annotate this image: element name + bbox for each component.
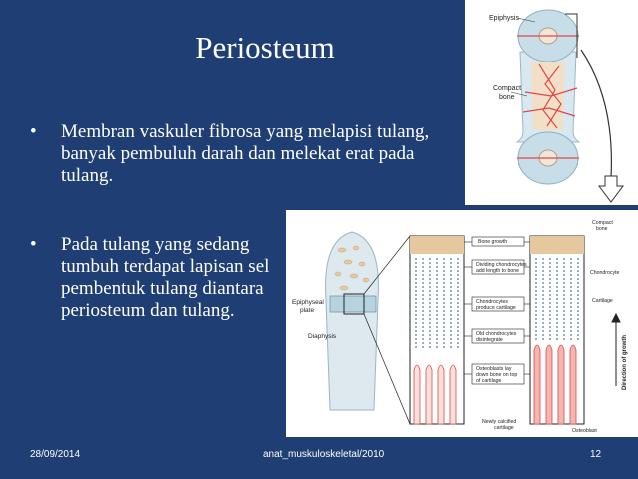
footer-date: 28/09/2014 (30, 449, 81, 460)
long-bone-illustration: Epiphysis Compact bone (489, 9, 624, 203)
label-osteo-2: down bone on top (476, 372, 517, 378)
label-epiphysis: Epiphysis (489, 15, 519, 22)
arrow-icon (598, 175, 624, 203)
growth-plate-figure: Epiphyseal plate Diaphysis Bone growth (286, 210, 638, 437)
footer-page-number: 12 (590, 449, 602, 460)
label-compact-bone-2: bone (596, 226, 608, 232)
bullet-glyph: • (30, 234, 37, 255)
bullet-item: • Membran vaskuler fibrosa yang melapisi… (30, 121, 460, 187)
label-cartilage: Cartilage (592, 298, 613, 304)
label-diaphysis: Diaphysis (308, 333, 337, 340)
label-osteo: Osteoblasts lay (476, 366, 512, 372)
label-plate: plate (300, 307, 314, 314)
long-bone-figure: Epiphysis Compact bone (465, 0, 638, 205)
label-old: Old chondrocytes (476, 331, 517, 337)
blood-vessels (517, 35, 579, 159)
label-old-2: disintegrate (476, 337, 503, 343)
label-chondrocytes: Chondrocytes (476, 299, 508, 305)
label-dividing: Dividing chondrocytes (476, 262, 527, 268)
label-compact-bone: Compact (592, 220, 613, 226)
label-osteo-3: of cartilage (476, 378, 501, 384)
label-compact: Compact (493, 85, 521, 92)
label-chondrocytes-2: produce cartilage (476, 305, 516, 311)
bullet-text: Pada tulang yang sedang tumbuh terdapat … (61, 234, 270, 321)
bullet-text: Membran vaskuler fibrosa yang melapisi t… (61, 121, 430, 186)
label-chondrocyte: Chondrocyte (590, 270, 620, 276)
label-dividing-2: add length to bone (476, 268, 519, 274)
label-osteoblast: Osteoblast (572, 428, 597, 434)
bullet-glyph: • (30, 121, 37, 142)
label-bone-growth: Bone growth (478, 239, 507, 245)
label-newly-2: cartilage (494, 425, 514, 431)
label-epiphyseal: Epiphyseal (292, 299, 324, 306)
direction-arrow-icon (611, 312, 621, 323)
footer-center: anat_muskuloskeletal/2010 (263, 449, 385, 460)
label-newly: Newly calcified (482, 419, 516, 425)
bullet-item: • Pada tulang yang sedang tumbuh terdapa… (30, 234, 280, 322)
slide-title: Periosteum (195, 30, 335, 65)
label-bone: bone (499, 94, 515, 101)
growth-plate-illustration: Epiphyseal plate Diaphysis Bone growth (292, 220, 628, 434)
bone-end (325, 231, 379, 411)
label-direction: Direction of growth (622, 335, 628, 390)
